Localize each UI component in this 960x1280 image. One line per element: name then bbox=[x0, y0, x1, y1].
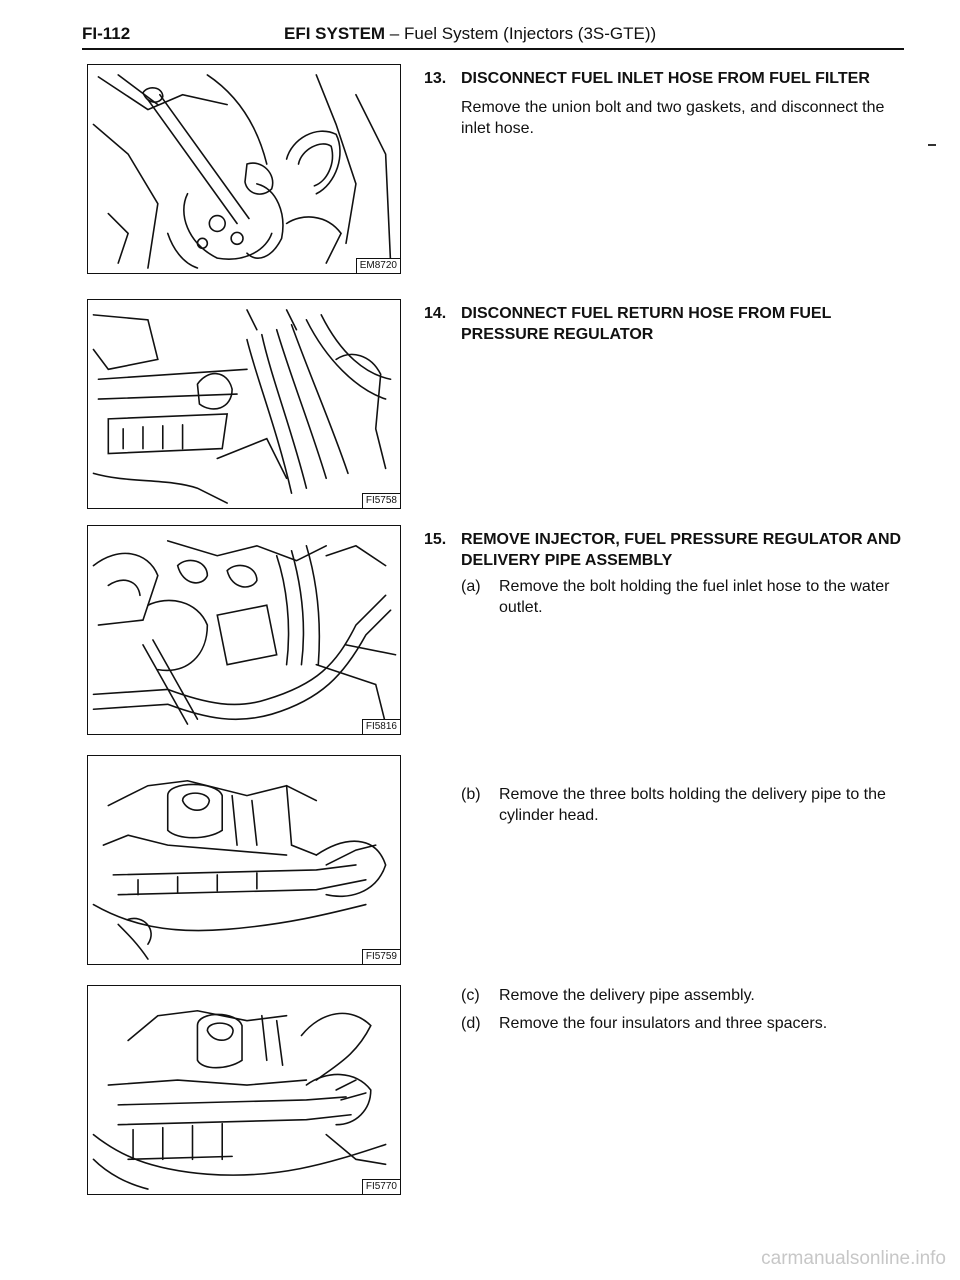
page-code: FI-112 bbox=[82, 24, 131, 43]
figure-code: FI5759 bbox=[361, 949, 400, 964]
step-13: 13. DISCONNECT FUEL INLET HOSE FROM FUEL… bbox=[424, 68, 914, 139]
step-number: 15. bbox=[424, 531, 447, 548]
step-heading: 14. DISCONNECT FUEL RETURN HOSE FROM FUE… bbox=[424, 303, 914, 345]
substep-text: Remove the four insulators and three spa… bbox=[499, 1015, 828, 1032]
figure-code: FI5816 bbox=[361, 719, 400, 734]
step-title: REMOVE INJECTOR, FUEL PRESSURE REGULATOR… bbox=[461, 531, 902, 569]
substep-d: (d) Remove the four insulators and three… bbox=[461, 1013, 911, 1034]
figure-code: EM8720 bbox=[355, 258, 400, 273]
step-title: DISCONNECT FUEL INLET HOSE FROM FUEL FIL… bbox=[461, 70, 870, 87]
figure-fuel-inlet-hose: EM8720 bbox=[87, 64, 401, 274]
substep-label: (c) bbox=[461, 987, 480, 1004]
substep-a: (a) Remove the bolt holding the fuel inl… bbox=[461, 576, 911, 618]
substep-label: (d) bbox=[461, 1015, 481, 1032]
header-rule bbox=[82, 48, 904, 50]
substep-label: (a) bbox=[461, 578, 481, 595]
page-title-subject: – Fuel System (Injectors (3S-GTE)) bbox=[385, 24, 657, 43]
figure-illustration bbox=[92, 74, 392, 269]
figure-illustration bbox=[92, 540, 397, 725]
substep-text: Remove the delivery pipe assembly. bbox=[499, 987, 755, 1004]
page-header: FI-112 EFI SYSTEM – Fuel System (Injecto… bbox=[82, 24, 904, 48]
step-heading: 13. DISCONNECT FUEL INLET HOSE FROM FUEL… bbox=[424, 68, 914, 89]
figure-code: FI5758 bbox=[361, 493, 400, 508]
step-title: DISCONNECT FUEL RETURN HOSE FROM FUEL PR… bbox=[461, 305, 832, 343]
substep-c: (c) Remove the delivery pipe assembly. bbox=[461, 985, 911, 1006]
page-title: EFI SYSTEM – Fuel System (Injectors (3S-… bbox=[284, 24, 656, 44]
step-heading: 15. REMOVE INJECTOR, FUEL PRESSURE REGUL… bbox=[424, 529, 914, 571]
substep-label: (b) bbox=[461, 786, 481, 803]
step-number: 13. bbox=[424, 70, 447, 87]
figure-fuel-inlet-bolt: FI5816 bbox=[87, 525, 401, 735]
step-14: 14. DISCONNECT FUEL RETURN HOSE FROM FUE… bbox=[424, 303, 914, 345]
step-body: Remove the union bolt and two gaskets, a… bbox=[461, 99, 885, 137]
figure-return-hose: FI5758 bbox=[87, 299, 401, 509]
page-title-system: EFI SYSTEM bbox=[284, 24, 386, 43]
substep-b: (b) Remove the three bolts holding the d… bbox=[461, 784, 911, 826]
margin-mark bbox=[928, 144, 936, 146]
substep-text: Remove the bolt holding the fuel inlet h… bbox=[499, 578, 890, 616]
figure-delivery-pipe-bolts: FI5759 bbox=[87, 755, 401, 965]
figure-illustration bbox=[92, 1009, 387, 1190]
substep-text: Remove the three bolts holding the deliv… bbox=[499, 786, 886, 824]
watermark: carmanualsonline.info bbox=[761, 1248, 946, 1269]
figure-delivery-pipe-removal: FI5770 bbox=[87, 985, 401, 1195]
step-15: 15. REMOVE INJECTOR, FUEL PRESSURE REGUL… bbox=[424, 529, 914, 571]
figure-illustration bbox=[92, 309, 392, 504]
figure-code: FI5770 bbox=[361, 1179, 400, 1194]
figure-illustration bbox=[92, 779, 387, 960]
step-number: 14. bbox=[424, 305, 447, 322]
